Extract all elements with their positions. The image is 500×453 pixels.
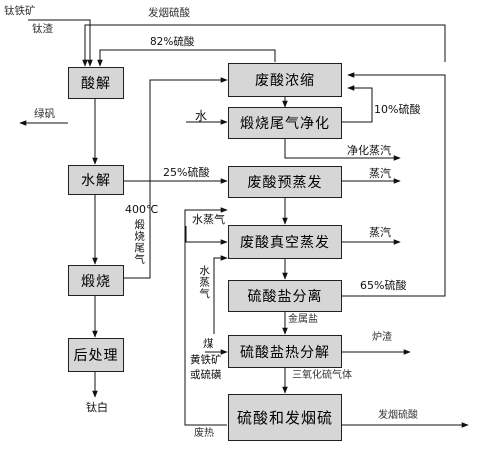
water-steam1-label: 水蒸气 bbox=[192, 213, 225, 226]
waste-acid-concentration-box: 废酸浓缩 bbox=[228, 63, 342, 97]
acid82-line bbox=[97, 49, 276, 67]
clean-steam-label: 净化蒸汽 bbox=[347, 144, 391, 157]
calcination-gas-cleaning-box: 煅烧尾气净化 bbox=[228, 107, 342, 139]
acid65-return-line bbox=[342, 72, 446, 297]
water-steam2-label: 水蒸气 bbox=[198, 265, 211, 300]
oleum-top-label: 发烟硫酸 bbox=[148, 7, 190, 19]
acid82-label: 82%硫酸 bbox=[150, 36, 195, 48]
or-sulfur-label: 或硫磺 bbox=[190, 369, 222, 381]
sulfuric-acid-oleum-box: 硫酸和发烟硫 bbox=[228, 394, 342, 441]
acid25-label: 25%硫酸 bbox=[163, 166, 210, 179]
oleum-return-line bbox=[82, 24, 446, 67]
sulfate-thermal-decomposition-box: 硫酸盐热分解 bbox=[228, 335, 342, 368]
waste-acid-vacuum-evaporation-box: 废酸真空蒸发 bbox=[228, 225, 342, 259]
coal-label: 煤 bbox=[203, 338, 214, 350]
feed-ilmenite-line bbox=[28, 19, 93, 67]
titanium-slag-label: 钛渣 bbox=[32, 23, 53, 35]
acid10-label: 10%硫酸 bbox=[374, 103, 421, 116]
temp400-label: 400℃ bbox=[125, 203, 159, 216]
sulfate-separation-box: 硫酸盐分离 bbox=[228, 280, 342, 312]
waste-acid-preevaporation-box: 废酸预蒸发 bbox=[228, 166, 342, 198]
steam2-label: 蒸汽 bbox=[369, 226, 391, 239]
ilmenite-label: 钛铁矿 bbox=[4, 5, 36, 17]
post-treatment-box: 后处理 bbox=[68, 338, 124, 372]
calcination-exhaust-label: 煅烧尾气 bbox=[133, 219, 146, 265]
slag-label: 炉渣 bbox=[372, 332, 392, 343]
hydrolysis-box: 水解 bbox=[68, 165, 124, 195]
water-label: 水 bbox=[195, 109, 208, 123]
waste-heat-line bbox=[184, 207, 228, 426]
clean-steam-line bbox=[284, 139, 401, 161]
oleum-bottom-label: 发烟硫酸 bbox=[378, 410, 418, 421]
green-vitriol-label: 绿矾 bbox=[34, 108, 55, 120]
titanium-white-label: 钛白 bbox=[86, 401, 108, 414]
metal-salt-label: 金属盐 bbox=[288, 314, 318, 325]
water-steam2-line bbox=[213, 255, 228, 334]
exhaust-line bbox=[124, 77, 228, 279]
so3-gas-label: 三氧化硫气体 bbox=[292, 370, 352, 381]
pyrite-label: 黄铁矿 bbox=[190, 354, 222, 366]
acid10-line bbox=[342, 85, 373, 123]
acid65-label: 65%硫酸 bbox=[360, 279, 407, 292]
acid-hydrolysis-box: 酸解 bbox=[68, 67, 124, 99]
calcination-box: 煅烧 bbox=[68, 265, 124, 296]
waste-heat-label: 废热 bbox=[194, 428, 214, 439]
steam1-label: 蒸汽 bbox=[369, 167, 391, 180]
water-steam1-line bbox=[185, 226, 228, 245]
